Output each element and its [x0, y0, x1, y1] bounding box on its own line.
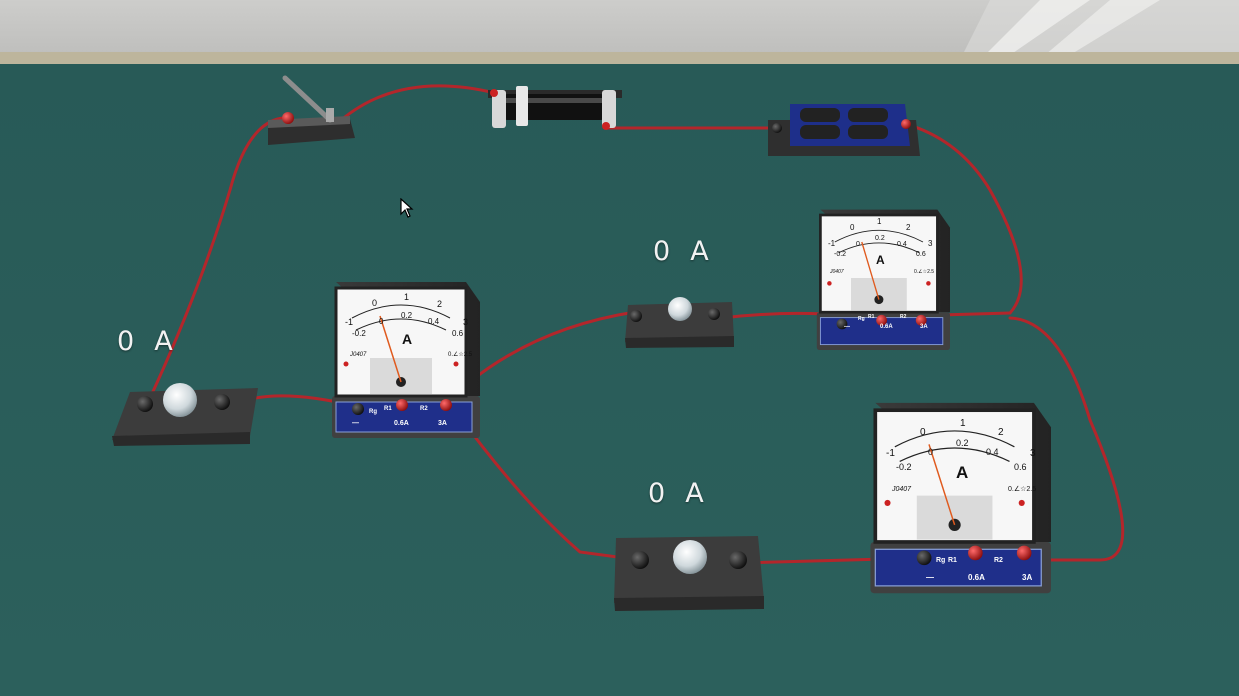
- scale-top-label: 3: [928, 239, 933, 248]
- meter-top-right-scale: -1 0 1 2 3 -0.2 0 0.2 0.4 0.6 A J0407 0.…: [828, 217, 934, 275]
- ammeter-left[interactable]: [330, 280, 482, 440]
- terminal-label: —: [926, 573, 934, 582]
- pointer-cursor-icon: [400, 198, 414, 218]
- scale-top-label: 0: [850, 223, 855, 232]
- scale-top-label: 1: [877, 217, 882, 226]
- readout-unit: A: [685, 478, 706, 509]
- readout-value: 0: [648, 478, 668, 509]
- terminal-label: 3A: [1022, 573, 1032, 582]
- scale-bottom-label: 0: [856, 241, 860, 248]
- scale-bottom-label: 0.4: [428, 317, 440, 326]
- scale-top-label: 1: [960, 418, 966, 429]
- scale-top-label: 3: [1030, 448, 1036, 459]
- scale-bottom-label: 0.4: [897, 241, 907, 248]
- readout-unit: A: [690, 236, 711, 267]
- scale-bottom-label: 0.2: [401, 311, 413, 320]
- meter-left-terminals: — 0.6A 3A Rg R1 R2: [352, 406, 447, 427]
- meter-symbol: A: [402, 331, 412, 347]
- lamp-bottom[interactable]: [614, 536, 764, 611]
- scale-bottom-label: 0.2: [875, 235, 885, 242]
- circuit-wires: [148, 84, 1125, 565]
- scale-top-label: 2: [437, 299, 442, 309]
- scale-top-label: 1: [404, 292, 409, 302]
- meter-symbol: A: [956, 463, 968, 482]
- scale-bottom-label: 0.2: [956, 438, 969, 448]
- scale-top-label: 3: [463, 317, 468, 327]
- meter-bottom-right-terminals: — 0.6A 3A Rg R1 R2: [926, 557, 1032, 582]
- readout-unit: A: [154, 326, 175, 357]
- scale-bottom-label: 0.4: [986, 447, 999, 457]
- scale-bottom-label: 0: [928, 447, 933, 457]
- scale-bottom-label: 0.6: [916, 251, 926, 258]
- scale-bottom-label: -0.2: [352, 329, 366, 338]
- terminal-code: R1: [384, 406, 392, 412]
- meter-symbol: A: [876, 253, 885, 267]
- terminal-code: R2: [900, 314, 907, 320]
- scale-top-label: 2: [906, 223, 911, 232]
- scale-top-label: 2: [998, 427, 1004, 438]
- scale-top-label: 0: [920, 427, 926, 438]
- ammeter-bottom-right[interactable]: [868, 401, 1053, 596]
- scale-bottom-label: 0.6: [1014, 462, 1027, 472]
- terminal-code: Rg: [858, 316, 865, 322]
- terminal-label: —: [352, 420, 359, 427]
- rheostat[interactable]: [488, 86, 622, 130]
- terminal-label: —: [844, 324, 850, 330]
- terminal-label: 0.6A: [394, 420, 409, 427]
- terminal-label: 0.6A: [968, 573, 985, 582]
- scale-top-label: -1: [345, 317, 353, 327]
- terminal-label: 3A: [438, 420, 447, 427]
- meter-class: 0.∠☆2.5: [448, 351, 473, 358]
- readout-value: 0: [117, 326, 137, 357]
- terminal-code: R2: [994, 557, 1003, 564]
- scale-top-label: 0: [372, 298, 377, 308]
- readout-value: 0: [653, 236, 673, 267]
- terminal-label: 3A: [920, 324, 928, 330]
- meter-class: 0.∠☆2.5: [1008, 485, 1036, 493]
- scale-bottom-label: -0.2: [834, 251, 846, 258]
- meter-model: J0407: [891, 486, 912, 493]
- lamp-left[interactable]: [112, 383, 258, 446]
- meter-model: J0407: [349, 352, 367, 358]
- lamp-middle[interactable]: [625, 297, 734, 348]
- ammeter-top-right[interactable]: [815, 208, 952, 352]
- scale-bottom-label: 0: [379, 317, 384, 326]
- scale-top-label: -1: [828, 239, 836, 248]
- meter-top-right-terminals: — 0.6A 3A Rg R1 R2: [844, 314, 928, 330]
- meter-left-scale: -1 0 1 2 3 -0.2 0 0.2 0.4 0.6 A J0407 0.…: [345, 292, 473, 358]
- knife-switch[interactable]: [268, 75, 355, 145]
- terminal-code: R1: [948, 557, 957, 564]
- meter-class: 0.∠☆2.5: [914, 269, 934, 275]
- terminal-code: R2: [420, 406, 428, 412]
- terminal-code: R1: [868, 314, 875, 320]
- scale-top-label: -1: [886, 448, 895, 459]
- terminal-code: Rg: [369, 409, 377, 415]
- terminal-code: Rg: [936, 557, 945, 564]
- scale-bottom-label: 0.6: [452, 329, 464, 338]
- meter-model: J0407: [829, 269, 844, 275]
- scale-bottom-label: -0.2: [896, 462, 912, 472]
- battery-holder[interactable]: [768, 104, 920, 156]
- terminal-label: 0.6A: [880, 324, 893, 330]
- meter-bottom-right-scale: -1 0 1 2 3 -0.2 0 0.2 0.4 0.6 A J0407 0.…: [886, 418, 1036, 493]
